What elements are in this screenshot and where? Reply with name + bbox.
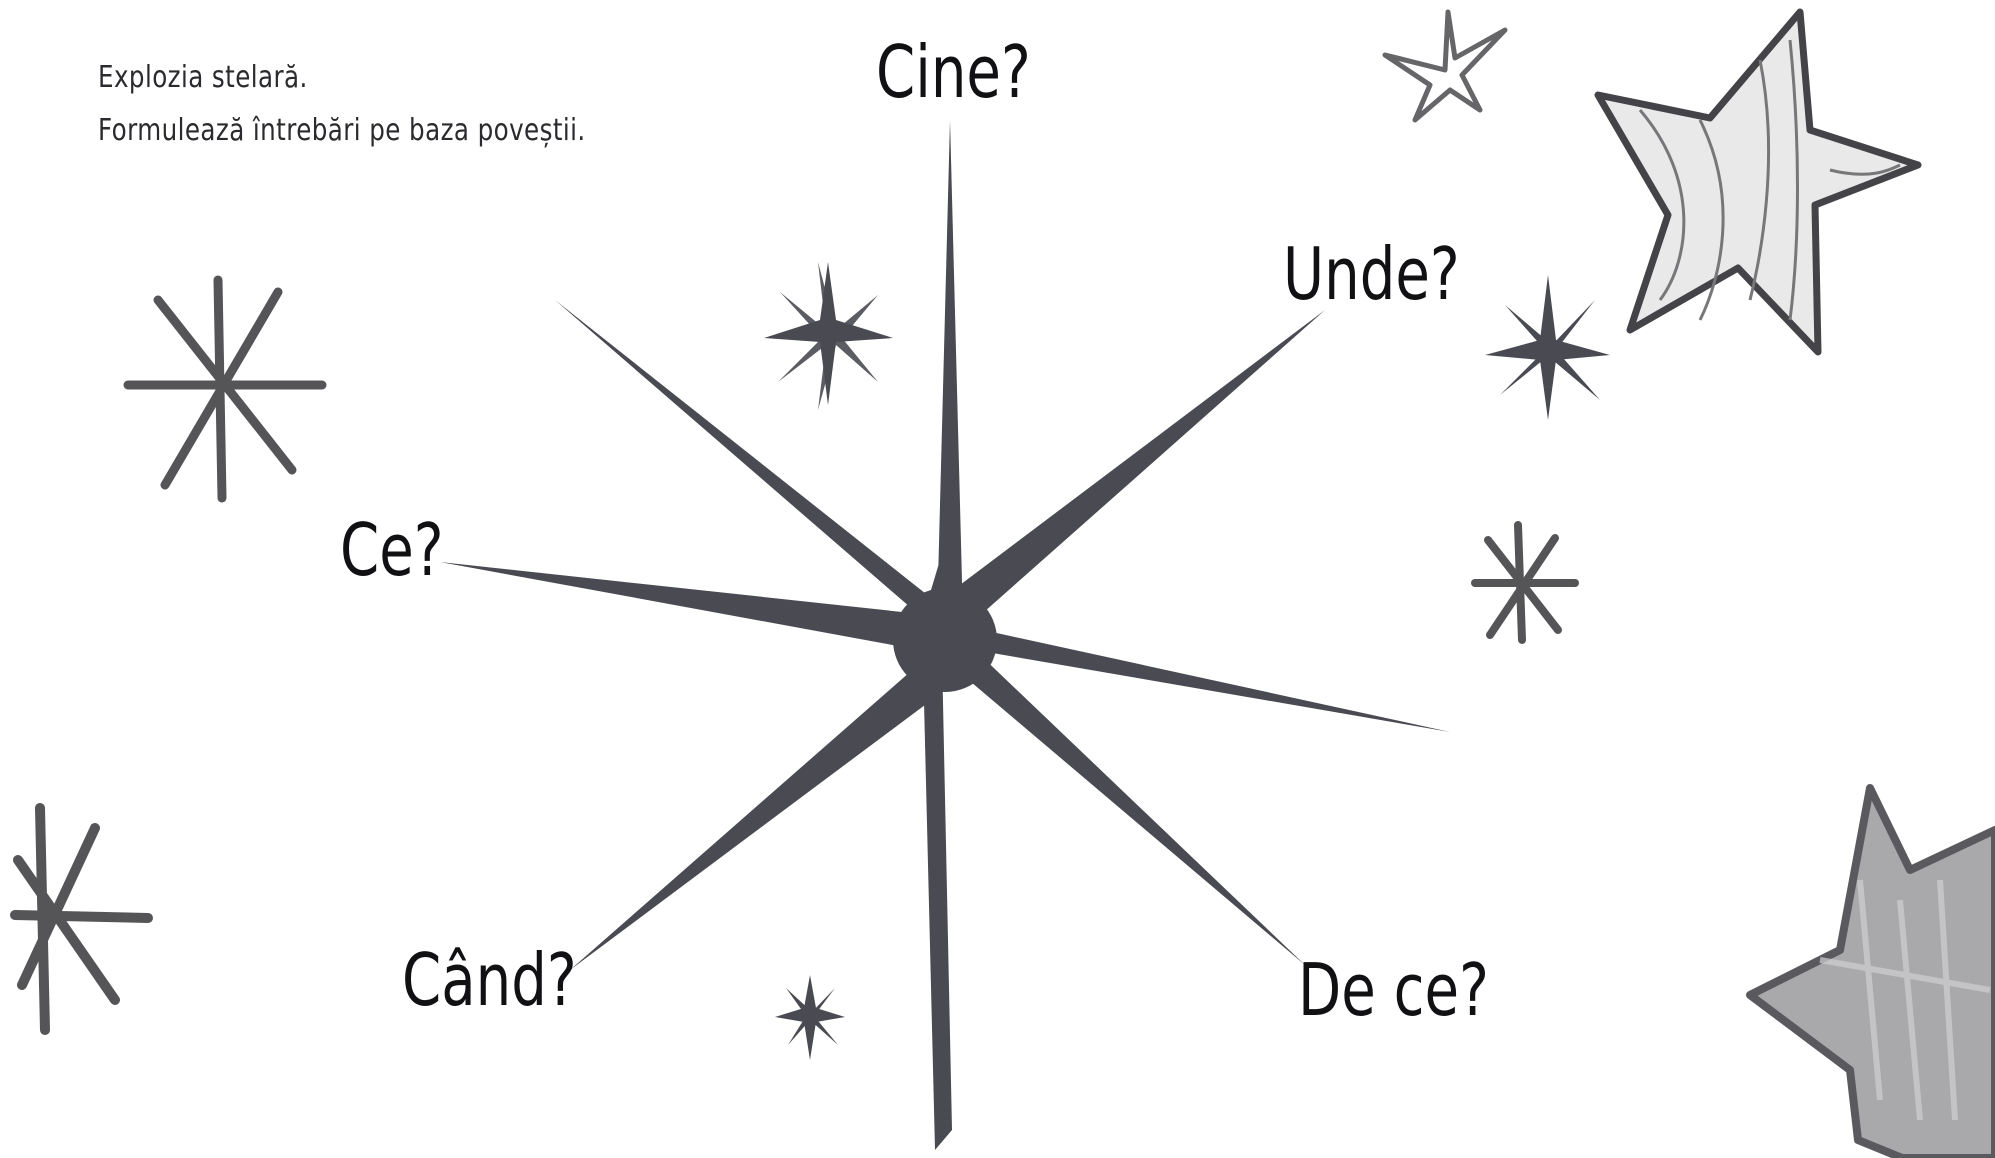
instruction-text: Formulează întrebări pe baza poveștii. xyxy=(98,113,586,148)
sketched-star-icon xyxy=(1750,788,1995,1158)
question-label-cine: Cine? xyxy=(876,30,1031,114)
instruction-title: Explozia stelară. xyxy=(98,60,308,95)
asterisk-star-icon xyxy=(128,280,322,498)
sketched-star-icon xyxy=(1385,12,1505,120)
question-label-unde: Unde? xyxy=(1283,232,1460,316)
asterisk-star-icon xyxy=(15,808,148,1030)
small-star-icon xyxy=(1485,275,1610,420)
question-label-ce: Ce? xyxy=(340,508,444,592)
small-star-icon xyxy=(775,975,845,1060)
question-label-de-ce: De ce? xyxy=(1298,948,1489,1032)
asterisk-star-icon xyxy=(1475,525,1575,640)
question-label-cand: Când? xyxy=(402,938,577,1022)
sketched-star-icon xyxy=(1598,12,1918,352)
small-star-icon xyxy=(764,262,893,410)
